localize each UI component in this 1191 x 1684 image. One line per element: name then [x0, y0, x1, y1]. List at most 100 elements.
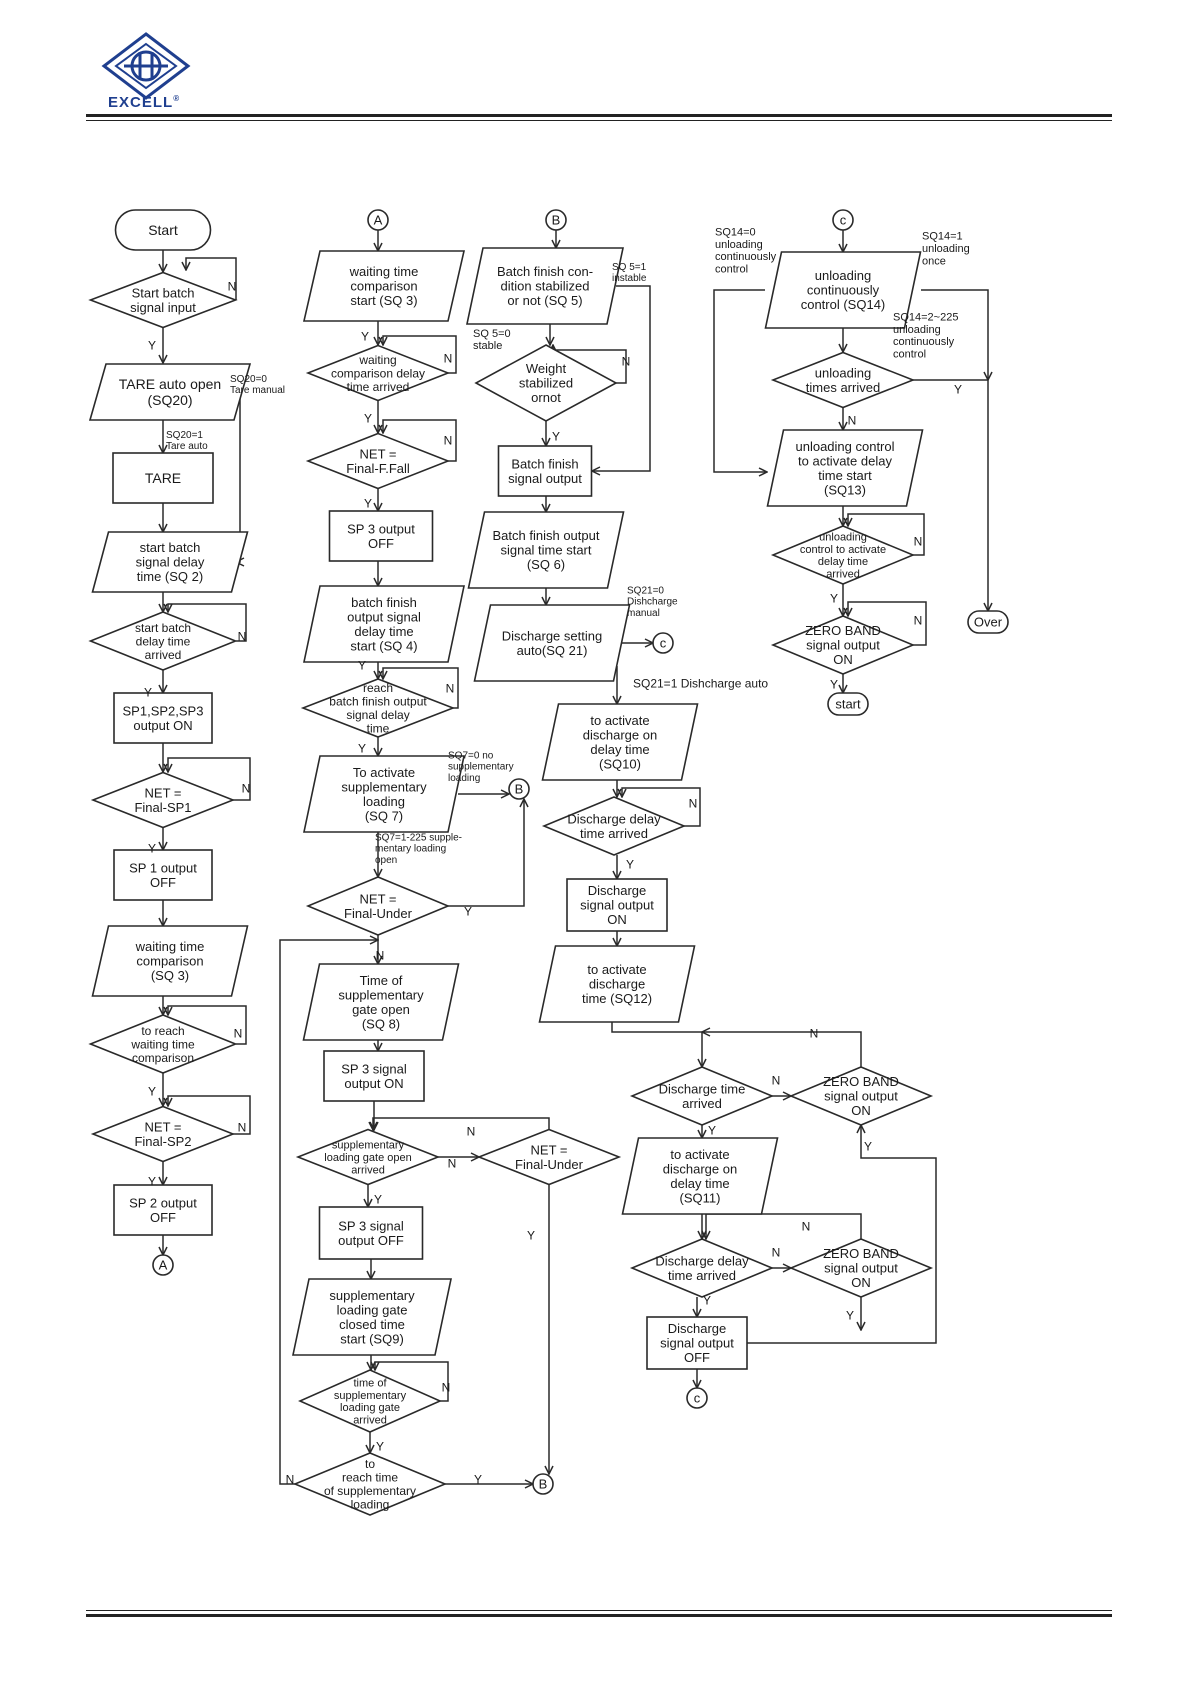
connector-55 — [622, 787, 701, 827]
connector-79 — [921, 289, 988, 380]
decision-shape — [629, 1238, 775, 1298]
edge-lbl-nfu2-y: Y — [527, 1228, 535, 1242]
text-line: signal delay — [346, 708, 409, 722]
label-text: Y — [626, 857, 634, 871]
label-text: Y — [148, 1174, 156, 1188]
edge-lbl-nfu1-n: N — [376, 948, 385, 962]
text-line: Y — [144, 685, 152, 699]
text-line: Y — [148, 1174, 156, 1188]
text-line: Batch finish — [511, 456, 578, 471]
connector-10 — [168, 757, 251, 801]
label-text: N — [810, 1026, 819, 1040]
text-line: signal output — [580, 898, 654, 913]
text-line: (SQ20) — [147, 392, 192, 408]
text-line: N — [448, 1156, 457, 1170]
edge-lbl-nfu2-n: N — [448, 1156, 457, 1170]
edge-lbl-dda2-y: Y — [703, 1293, 711, 1307]
text-line: auto(SQ 21) — [517, 643, 588, 658]
text-line: waiting — [358, 353, 396, 367]
text-line: Y — [626, 857, 634, 871]
text-line: Final-Under — [515, 1157, 584, 1172]
text-line: waiting time — [130, 1037, 195, 1051]
text-line: N — [228, 279, 237, 293]
text-line: N — [848, 413, 857, 427]
header-rule-thick — [86, 114, 1112, 117]
edge-lbl-dta-y: Y — [708, 1123, 716, 1137]
node-net-final-under-1: NET =Final-Under — [305, 876, 451, 936]
label-text: N — [376, 948, 385, 962]
connector-41 — [375, 1361, 449, 1402]
text-line: SQ 5=0 — [473, 328, 511, 340]
text-line: B — [539, 1477, 548, 1492]
label-text: Start — [148, 222, 178, 238]
process-shape — [566, 878, 668, 932]
decision-shape — [305, 344, 451, 402]
text-line: once — [922, 255, 946, 267]
node-net-final-sp1: NET =Final-SP1 — [90, 771, 236, 829]
edge-lbl-sgo-n: N — [467, 1124, 476, 1138]
text-line: loading — [351, 1498, 390, 1512]
text-line: control to activate — [800, 544, 886, 556]
text-line: SQ14=1 — [922, 231, 963, 243]
connector-59 — [702, 1032, 862, 1067]
text-line: (SQ 3) — [151, 968, 189, 983]
text-line: delay time — [670, 1176, 729, 1191]
decision-shape — [298, 1369, 442, 1433]
decision-shape — [770, 351, 916, 409]
label-text: NET =Final-Under — [344, 891, 413, 921]
text-line: Final-SP2 — [134, 1134, 191, 1149]
text-line: supplementary — [329, 1288, 415, 1303]
text-line: signal delay — [136, 555, 205, 570]
edge-lbl-dda2-n-top: N — [802, 1219, 811, 1233]
label-text: N — [286, 1472, 295, 1486]
text-line: N — [442, 1380, 451, 1394]
label-text: TARE auto open(SQ20) — [119, 376, 221, 408]
text-line: OFF — [684, 1350, 710, 1365]
label-text: Y — [708, 1123, 716, 1137]
edge-lbl-ucda-n: N — [914, 534, 923, 548]
text-line: NET = — [145, 1119, 182, 1134]
edge-lbl-dda2-n: N — [772, 1245, 781, 1259]
text-line: arrived — [145, 648, 182, 662]
text-line: time (SQ 2) — [137, 569, 203, 584]
text-line: time (SQ12) — [582, 991, 652, 1006]
connector-36 — [373, 1117, 550, 1130]
edge-lbl-tsg-y: Y — [376, 1439, 384, 1453]
text-line: or not (SQ 5) — [507, 293, 582, 308]
text-line: to — [365, 1457, 375, 1471]
connector-circle — [532, 1473, 554, 1495]
text-line: N — [376, 948, 385, 962]
text-line: time arrived — [668, 1268, 736, 1283]
text-line: Y — [148, 841, 156, 855]
connector-75 — [848, 601, 927, 646]
text-line: N — [914, 613, 923, 627]
label-text: N — [448, 1156, 457, 1170]
text-line: (SQ10) — [599, 757, 641, 772]
text-line: delay time — [354, 624, 413, 639]
text-line: N — [802, 1219, 811, 1233]
connector-circle — [686, 1387, 708, 1409]
text-line: To activate — [353, 765, 415, 780]
footer-rule-thick — [86, 1614, 1112, 1617]
